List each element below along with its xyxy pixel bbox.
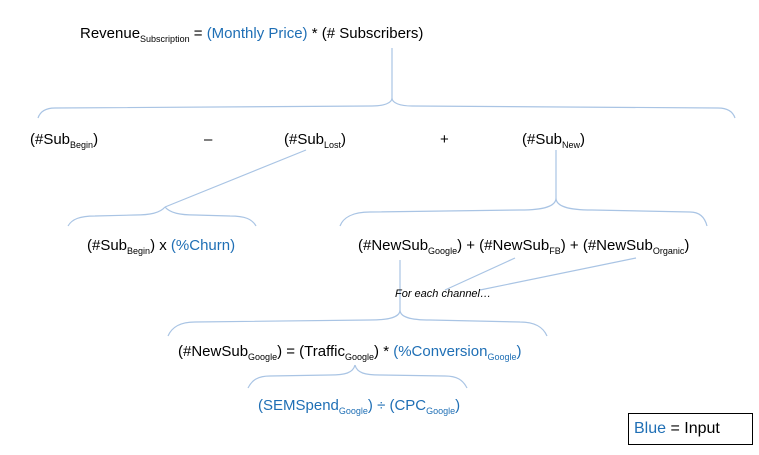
- conversion-open: (%Conversion: [393, 343, 488, 360]
- churn-times: ) x: [150, 237, 171, 254]
- root-equation: RevenueSubscription = (Monthly Price) * …: [80, 24, 423, 44]
- for-each-channel-note: For each channel…: [395, 288, 491, 300]
- traffic-subscript: Google: [345, 352, 375, 362]
- sub-lost-subscript: Lost: [324, 140, 342, 150]
- newsub-google-open: (#NewSub: [358, 237, 429, 254]
- new-connector: [339, 150, 708, 227]
- conversion-close: ): [516, 343, 522, 360]
- equals-sign: =: [189, 25, 207, 42]
- newsub-sum-equation: (#NewSubGoogle) + (#NewSubFB) + (#NewSub…: [358, 236, 689, 256]
- sub-new-open: (#Sub: [522, 131, 563, 148]
- sub-new-close: ): [580, 131, 586, 148]
- sub-begin-close: ): [93, 131, 99, 148]
- google-equation: (#NewSubGoogle) = (TrafficGoogle) * (%Co…: [178, 342, 521, 362]
- semspend-open: (SEMSpend: [258, 397, 339, 414]
- newsub-organic-close: ): [684, 237, 690, 254]
- fb-connector: [444, 257, 516, 291]
- revenue-label: Revenue: [80, 25, 141, 42]
- churn-equation: (#SubBegin) x (%Churn): [87, 236, 235, 256]
- google-equals: ) =: [277, 343, 300, 360]
- churn-pct-input: (%Churn): [170, 237, 236, 254]
- sub-lost-term: (#SubLost): [284, 130, 346, 150]
- newsub-google-close: ) +: [457, 237, 480, 254]
- sub-begin-subscript: Begin: [70, 140, 94, 150]
- newsub-organic-subscript: Organic: [652, 246, 685, 256]
- google-lhs-subscript: Google: [248, 352, 278, 362]
- sub-begin-term: (#SubBegin): [30, 130, 98, 150]
- divide-operator: ) ÷: [367, 397, 390, 414]
- churn-sub-open: (#Sub: [87, 237, 128, 254]
- google-eq-brace: [167, 309, 548, 337]
- organic-connector: [479, 257, 637, 291]
- cpc-subscript: Google: [426, 406, 456, 416]
- newsub-organic-open: (#NewSub: [582, 237, 653, 254]
- subscribers-term: * (# Subscribers): [307, 25, 424, 42]
- revenue-subscript: Subscription: [140, 34, 190, 44]
- minus-operator: –: [204, 131, 213, 148]
- traffic-times: ) *: [374, 343, 394, 360]
- legend-input-text: = Input: [666, 420, 720, 437]
- semspend-subscript: Google: [338, 406, 368, 416]
- traffic-brace: [247, 364, 468, 389]
- traffic-open: (Traffic: [299, 343, 346, 360]
- sub-new-subscript: New: [562, 140, 581, 150]
- legend-box: Blue = Input: [628, 413, 753, 445]
- sub-new-term: (#SubNew): [522, 130, 585, 150]
- cpc-open: (CPC: [389, 397, 427, 414]
- newsub-fb-open: (#NewSub: [479, 237, 550, 254]
- monthly-price-input: (Monthly Price): [206, 25, 308, 42]
- google-lhs-open: (#NewSub: [178, 343, 249, 360]
- legend-blue-word: Blue: [634, 420, 667, 437]
- sub-lost-close: ): [341, 131, 347, 148]
- sub-lost-open: (#Sub: [284, 131, 325, 148]
- newsub-fb-subscript: FB: [549, 246, 561, 256]
- newsub-fb-close: ) +: [560, 237, 583, 254]
- root-brace: [37, 48, 736, 119]
- lost-connector: [164, 149, 307, 208]
- sub-begin-open: (#Sub: [30, 131, 71, 148]
- newsub-google-subscript: Google: [428, 246, 458, 256]
- churn-brace: [67, 206, 257, 227]
- churn-subscript: Begin: [127, 246, 151, 256]
- conversion-subscript: Google: [487, 352, 517, 362]
- plus-operator: +: [440, 131, 449, 148]
- traffic-equation: (SEMSpendGoogle) ÷ (CPCGoogle): [258, 396, 460, 416]
- cpc-close: ): [455, 397, 461, 414]
- conversion-input: (%ConversionGoogle): [393, 343, 522, 362]
